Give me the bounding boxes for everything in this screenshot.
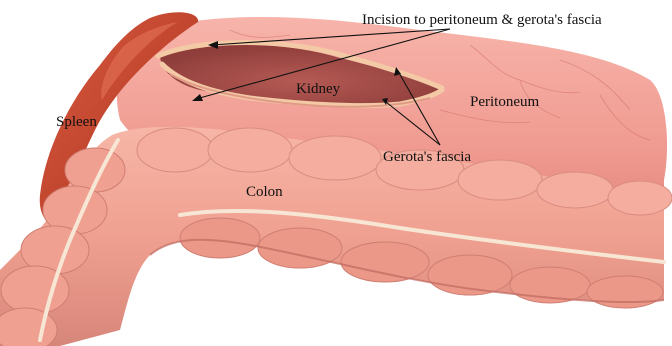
label-incision: Incision to peritoneum & gerota's fascia — [362, 13, 602, 28]
label-colon: Colon — [246, 185, 283, 200]
label-spleen: Spleen — [56, 115, 97, 130]
label-gerotas-fascia: Gerota's fascia — [383, 150, 471, 165]
label-kidney: Kidney — [296, 82, 340, 97]
label-peritoneum: Peritoneum — [470, 95, 539, 110]
